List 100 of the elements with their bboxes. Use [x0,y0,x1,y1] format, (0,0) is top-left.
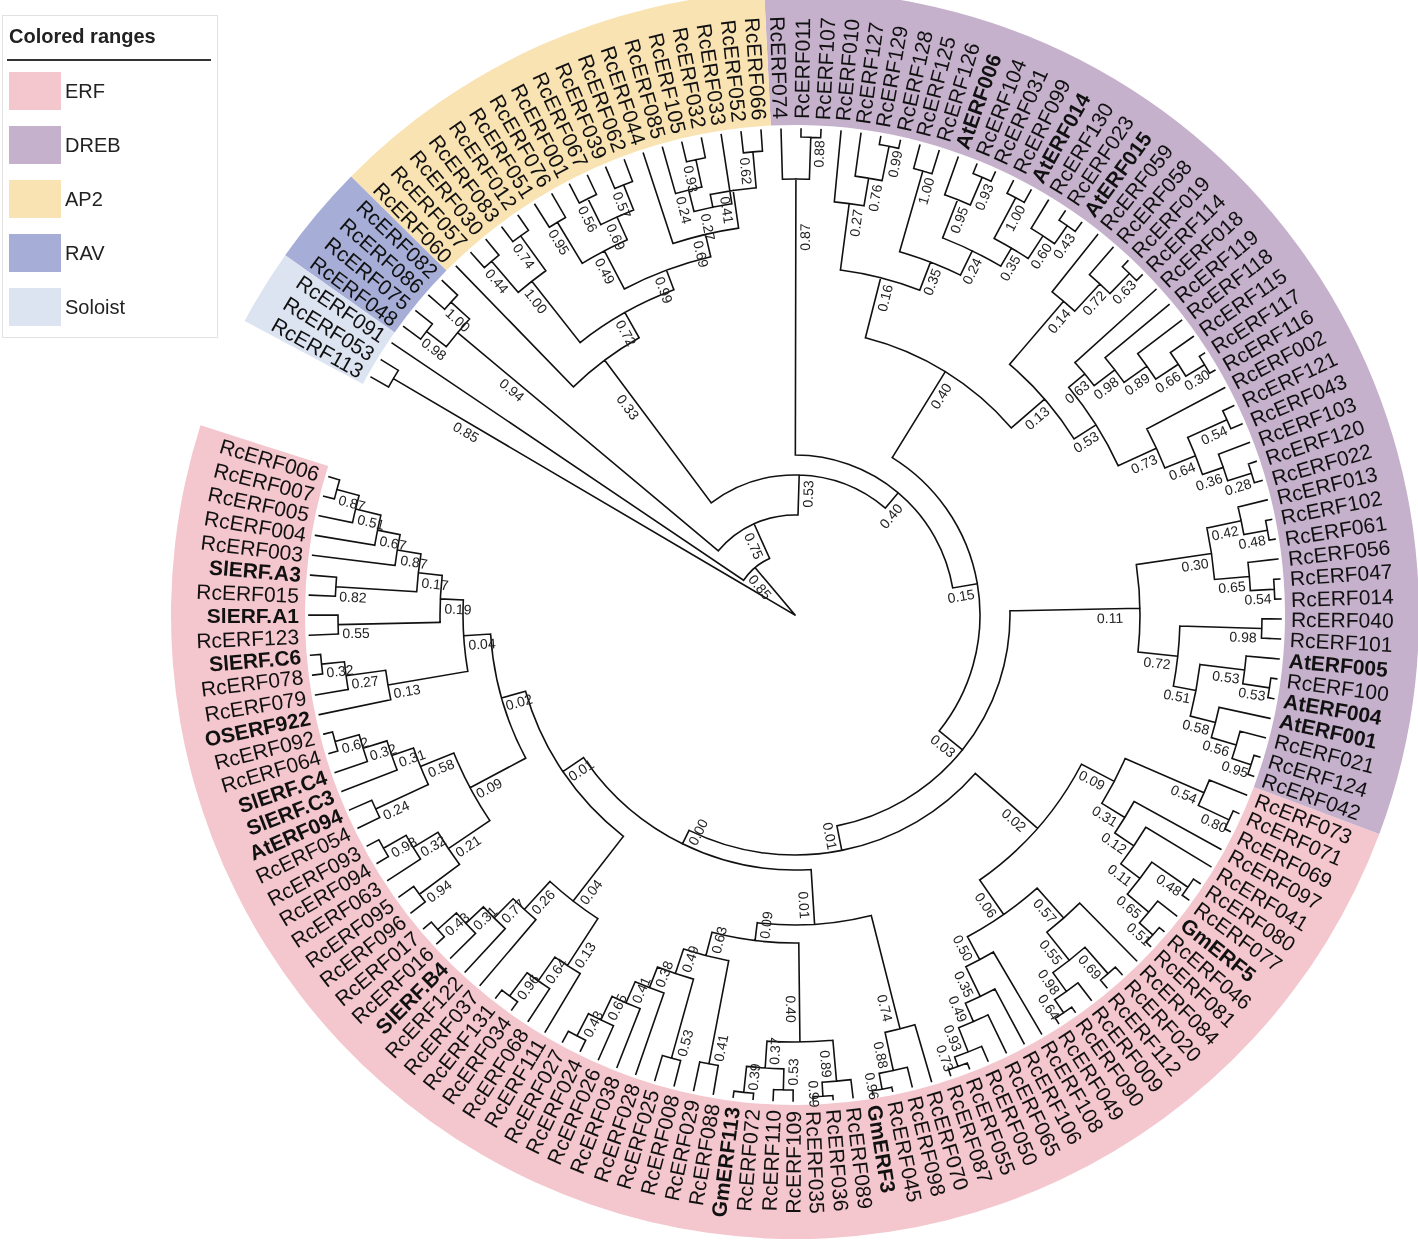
bootstrap-value: 0.65 [604,992,629,1023]
bootstrap-value: 0.13 [392,681,422,701]
bootstrap-value: 1.00 [916,175,937,206]
bootstrap-value: 0.57 [1030,895,1060,926]
bootstrap-value: 0.69 [690,239,711,269]
bootstrap-value: 0.82 [339,589,368,605]
leaf-label: SlERF.A1 [206,604,299,626]
legend-title: Colored ranges [9,24,156,48]
bootstrap-value: 0.00 [685,817,711,848]
bootstrap-value: 0.49 [592,255,618,287]
bootstrap-value: 0.32 [417,832,449,859]
legend-label: Soloist [65,295,126,319]
bootstrap-value: 0.51 [1123,919,1154,949]
legend-label: DREB [65,133,121,157]
bootstrap-value: 0.53 [1237,685,1267,704]
bootstrap-value: 0.53 [785,1058,801,1086]
bootstrap-value: 0.96 [862,1071,882,1101]
bootstrap-value: 0.98 [1090,374,1121,402]
bootstrap-value: 0.57 [610,189,634,221]
bootstrap-value: 0.30 [1180,556,1210,574]
legend-label: AP2 [65,187,103,211]
bootstrap-value: 0.94 [424,876,455,905]
bootstrap-value: 0.43 [580,1008,606,1040]
bootstrap-value: 0.99 [653,275,676,306]
bootstrap-value: 0.53 [674,1028,696,1059]
bootstrap-value: 0.03 [928,732,959,760]
bootstrap-value: 0.43 [442,910,473,939]
bootstrap-value: 0.01 [796,890,813,919]
bootstrap-value: 0.74 [875,992,896,1023]
bootstrap-value: 0.02 [999,805,1030,834]
bootstrap-value: 0.69 [604,221,629,253]
bootstrap-value: 0.24 [380,797,412,822]
bootstrap-value: 0.16 [874,282,896,313]
bootstrap-value: 0.88 [811,139,827,168]
bootstrap-value: 0.95 [947,204,971,236]
bootstrap-value: 0.27 [847,208,865,238]
bootstrap-value: 0.76 [865,182,884,213]
bootstrap-value: 0.11 [1105,861,1135,889]
bootstrap-value: 0.99 [805,1079,822,1108]
bootstrap-value: 0.98 [388,834,419,860]
bootstrap-value: 0.99 [885,149,905,179]
bootstrap-value: 0.53 [1211,668,1240,686]
bootstrap-value: 0.48 [1153,871,1184,899]
bootstrap-value: 0.40 [783,995,798,1023]
bootstrap-value: 0.51 [1161,686,1192,706]
bootstrap-value: 0.87 [337,492,367,514]
bootstrap-value: 0.62 [737,156,754,185]
bootstrap-value: 0.98 [1229,629,1258,645]
bootstrap-value: 0.09 [757,910,775,939]
bootstrap-value: 0.55 [342,625,371,641]
bootstrap-value: 0.80 [1199,810,1230,835]
bootstrap-value: 0.12 [1098,829,1129,857]
bootstrap-value: 0.41 [717,195,736,225]
bootstrap-value: 0.15 [946,586,976,605]
bootstrap-value: 0.31 [1089,802,1120,829]
bootstrap-value: 0.01 [820,821,840,851]
bootstrap-value: 0.66 [1152,368,1184,395]
bootstrap-value: 1.00 [442,305,473,335]
bootstrap-value: 0.72 [613,317,639,349]
bootstrap-value: 0.21 [453,832,484,860]
bootstrap-value: 0.30 [1182,366,1213,393]
bootstrap-value: 0.41 [629,974,654,1006]
bootstrap-value: 0.39 [746,1062,763,1092]
bootstrap-value: 0.89 [1122,370,1153,398]
bootstrap-value: 0.98 [419,335,450,363]
bootstrap-value: 0.54 [1168,782,1200,806]
bootstrap-value: 0.41 [711,1033,731,1063]
bootstrap-value: 0.62 [339,734,370,756]
leaf-label: RcERF109 [782,1110,804,1214]
bootstrap-value: 0.35 [921,267,944,298]
bootstrap-value: 0.17 [421,575,450,593]
bootstrap-value: 0.04 [468,635,497,652]
bootstrap-value: 0.19 [444,601,472,617]
bootstrap-value: 0.50 [950,932,976,964]
bootstrap-value: 0.88 [870,1039,891,1070]
bootstrap-value: 0.93 [681,164,701,195]
bootstrap-value: 0.02 [504,691,535,713]
bootstrap-value: 0.28 [1222,476,1253,498]
bootstrap-value: 1.00 [1002,202,1028,234]
bootstrap-value: 0.93 [971,181,996,212]
bootstrap-value: 0.24 [960,255,985,287]
legend-label: RAV [65,241,105,265]
bootstrap-value: 0.63 [709,925,730,956]
bootstrap-value: 0.63 [1061,378,1092,407]
bootstrap-value: 0.58 [1180,716,1211,737]
leaf-label: RcERF074 [767,16,792,120]
bootstrap-value: 0.56 [575,203,601,235]
bootstrap-value: 0.67 [378,532,409,553]
bootstrap-value: 0.38 [652,958,676,990]
bootstrap-value: 0.51 [356,512,386,532]
bootstrap-value: 0.32 [367,740,399,763]
bootstrap-value: 0.94 [497,376,528,405]
bootstrap-value: 0.54 [1198,423,1230,448]
bootstrap-value: 0.31 [470,903,500,932]
bootstrap-value: 0.27 [698,212,718,242]
bootstrap-value: 0.95 [1219,758,1250,780]
bootstrap-value: 0.73 [1128,451,1159,477]
bootstrap-value: 0.53 [800,479,816,508]
leaf-label: RcERF040 [1290,608,1394,631]
leaf-label: RcERF123 [196,625,300,651]
